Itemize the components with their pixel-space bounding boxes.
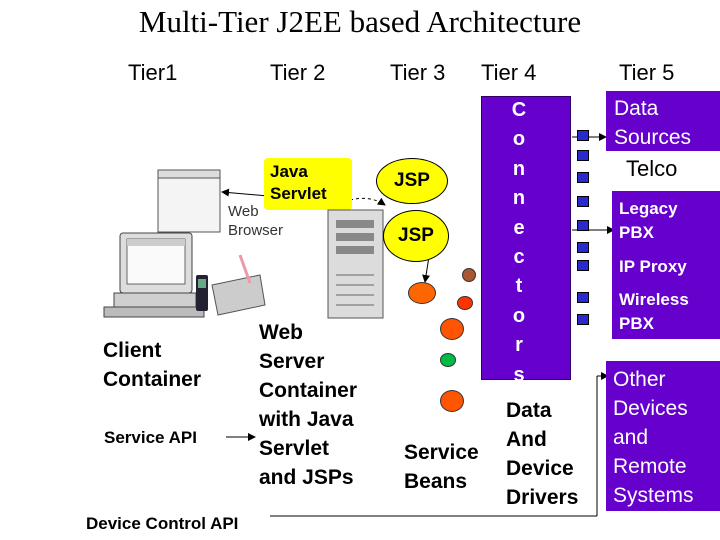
connectors-bar [481, 96, 571, 380]
connector-port [577, 172, 589, 183]
service-beans-label: Service Beans [404, 441, 479, 493]
data-device-drivers-label: Data And Device Drivers [506, 399, 579, 509]
web-browser-label: Web Browser [228, 203, 284, 239]
connector-port [577, 220, 589, 231]
telco-label: Telco [626, 156, 678, 181]
data-sources-box: Data Sources [606, 91, 720, 151]
device-control-api-label: Device Control API [86, 514, 239, 533]
bean-ball-5 [440, 390, 464, 412]
arrow-servlet-to-jsp [349, 197, 386, 206]
connector-port [577, 242, 589, 253]
diagram-title: Multi-Tier J2EE based Architecture [138, 4, 582, 39]
bean-ball-6 [462, 268, 476, 282]
other-devices-box: Other Devices and Remote Systems [606, 361, 720, 511]
jsp-oval-1: JSP [376, 158, 448, 204]
connector-port [577, 292, 589, 303]
web-server-illustration [327, 209, 384, 319]
connector-port [577, 314, 589, 325]
connector-port [577, 260, 589, 271]
connector-port [577, 150, 589, 161]
arrow-servlet-to-browser [221, 188, 269, 197]
client-container-label: Client Container [103, 339, 202, 391]
client-computers-illustration [103, 169, 266, 318]
jsp-oval-2: JSP [383, 210, 449, 262]
service-api-label: Service API [104, 428, 197, 447]
wireless-pbx-label: Wireless PBX [619, 290, 689, 333]
java-servlet-box: Java Servlet [264, 158, 352, 210]
bean-ball-3 [440, 318, 464, 340]
bean-ball-4 [440, 353, 456, 367]
tier-4-label: Tier 4 [481, 60, 537, 85]
bean-ball-2 [457, 296, 473, 310]
bean-ball-1 [408, 282, 436, 304]
telco-devices-box: Legacy PBX IP Proxy Wireless PBX [612, 191, 720, 339]
web-server-container-label: Web Server Container with Java Servlet a… [259, 321, 358, 489]
connector-port [577, 130, 589, 141]
tier-5-label: Tier 5 [619, 60, 675, 85]
connector-port [577, 196, 589, 207]
legacy-pbx-label: Legacy PBX [619, 199, 678, 242]
tier-3-label: Tier 3 [390, 60, 446, 85]
tier-2-label: Tier 2 [270, 60, 326, 85]
ip-proxy-label: IP Proxy [619, 257, 687, 276]
tier-1-label: Tier1 [128, 60, 178, 85]
